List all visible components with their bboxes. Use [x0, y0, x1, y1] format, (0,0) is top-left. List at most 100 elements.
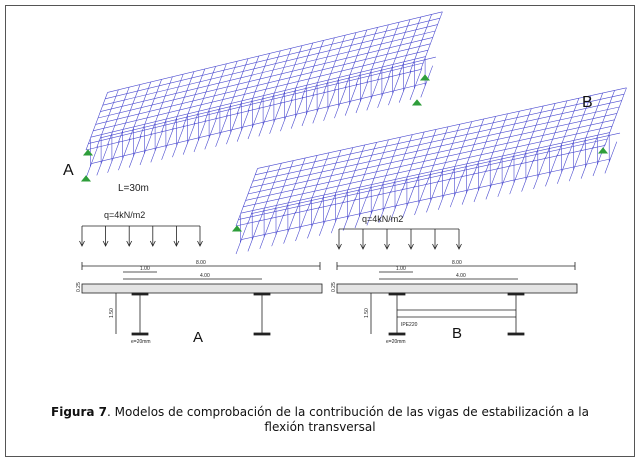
mesh-line: [334, 86, 347, 119]
mesh-line: [366, 139, 389, 198]
mesh-line: [354, 196, 368, 229]
load-arrowhead: [408, 243, 414, 250]
mesh-line: [215, 114, 228, 147]
model-a-label: A: [63, 162, 74, 179]
mesh-line: [101, 56, 436, 138]
load-arrowhead: [197, 240, 203, 247]
mesh-line: [85, 146, 99, 179]
beam-label: IPE220: [401, 322, 418, 328]
mesh-line: [118, 138, 131, 171]
mesh-line: [426, 126, 449, 185]
mesh-line: [402, 131, 425, 190]
web-label: e=20mm: [131, 339, 151, 345]
mesh-line: [521, 159, 534, 192]
mesh-line: [295, 209, 308, 242]
mesh-line: [238, 138, 608, 220]
dim-small: 1.00: [140, 266, 150, 272]
caption-label: Figura 7: [51, 405, 108, 419]
mesh-line: [283, 157, 306, 216]
load-label: q=4kN/m2: [104, 210, 145, 220]
support-markers: [80, 74, 609, 232]
mesh-line: [251, 132, 621, 214]
mesh-line: [485, 113, 508, 172]
mesh-line: [102, 24, 438, 106]
mesh-line: [85, 69, 421, 151]
dim-small: 1.00: [396, 266, 406, 272]
load-label: q=4kN/m2: [362, 214, 403, 224]
mesh-line: [354, 142, 377, 201]
mesh-line: [409, 68, 423, 101]
mesh-line: [258, 104, 271, 137]
mesh-line: [461, 172, 475, 205]
mesh-line: [247, 219, 261, 252]
mesh-line: [402, 185, 415, 218]
mesh-line: [88, 62, 424, 144]
mesh-line: [557, 98, 580, 156]
section-b: q=4kN/m2 8.00 1.00 4.00 0.25 IPE220 1.50…: [331, 214, 578, 345]
mesh-line: [319, 203, 332, 236]
mesh-line: [378, 137, 401, 195]
mesh-line: [193, 120, 207, 153]
dim-thickness: 0.25: [331, 282, 337, 292]
load-arrowhead: [432, 243, 438, 250]
mesh-line: [252, 100, 622, 182]
mesh-line: [509, 108, 532, 167]
support-marker: [80, 175, 92, 182]
mesh-line: [414, 183, 427, 216]
mesh-line: [545, 154, 558, 187]
mesh-line: [473, 116, 496, 175]
mesh-line: [312, 91, 325, 124]
mesh-line: [604, 141, 618, 174]
support-marker: [411, 99, 423, 106]
dim-total: 8.00: [196, 260, 206, 266]
caption-text: . Modelos de comprobación de la contribu…: [107, 405, 589, 434]
mesh-line: [96, 89, 119, 148]
mesh-line: [366, 193, 380, 226]
mesh-line: [235, 145, 605, 227]
mesh-line: [257, 87, 627, 169]
mesh-line: [497, 164, 510, 197]
mesh-line: [497, 111, 520, 169]
load-arrowhead: [360, 243, 366, 250]
mesh-line: [355, 81, 369, 114]
mesh-line: [295, 155, 318, 214]
mesh-line: [105, 17, 441, 100]
mesh-line: [473, 170, 487, 203]
mesh-line: [461, 118, 484, 177]
mesh-line: [344, 83, 358, 116]
mesh-line: [250, 106, 620, 188]
mesh-line: [128, 135, 142, 168]
mesh-line: [449, 121, 473, 180]
mesh-line: [182, 122, 196, 155]
mesh-line: [592, 90, 615, 149]
mesh-line: [95, 43, 431, 125]
load-arrowhead: [149, 240, 156, 247]
mesh-line: [100, 30, 436, 112]
dim-mid: 4.00: [456, 273, 466, 279]
mesh-line: [161, 127, 174, 160]
mesh-line: [283, 211, 296, 244]
dim-height: 1.50: [364, 308, 370, 318]
mesh-line: [245, 119, 615, 201]
mesh-line: [330, 201, 344, 234]
mesh-line: [426, 180, 439, 213]
span-label: L=30m: [118, 183, 149, 194]
mesh-line: [366, 78, 379, 111]
support-marker: [597, 147, 609, 154]
mesh-line: [604, 87, 627, 146]
section-b-letter: B: [452, 325, 462, 342]
mesh-line: [290, 96, 304, 129]
load-arrowhead: [384, 243, 390, 250]
mesh-line: [533, 157, 546, 190]
mesh-line: [269, 101, 282, 134]
dim-mid: 4.00: [200, 273, 210, 279]
mesh-line: [247, 165, 270, 224]
mesh-line: [97, 37, 433, 119]
mesh-line: [438, 177, 451, 210]
figure-caption: Figura 7. Modelos de comprobación de la …: [30, 405, 610, 435]
mesh-line: [398, 70, 412, 103]
mesh-line: [330, 147, 354, 206]
mesh-line: [107, 140, 120, 173]
mesh-line: [377, 75, 390, 108]
